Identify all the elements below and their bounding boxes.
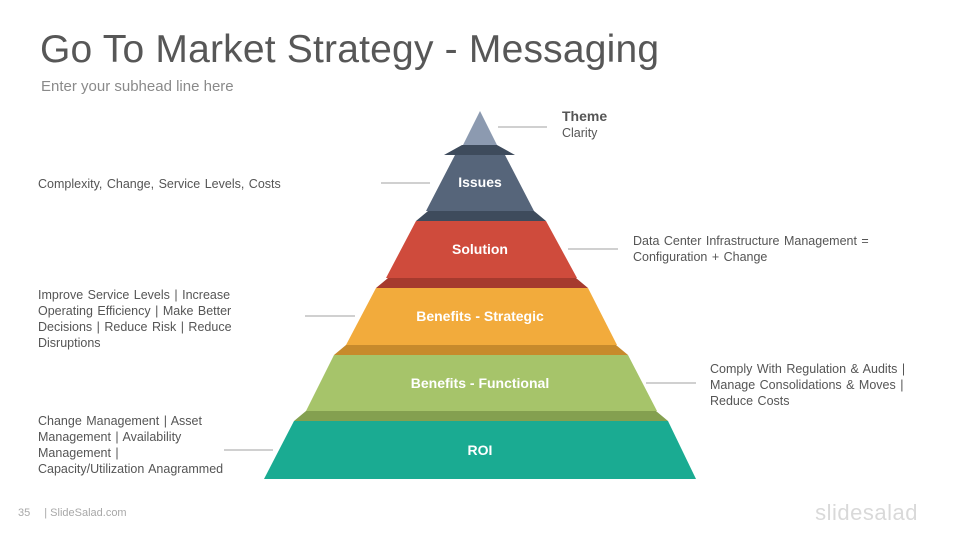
layer-benefits-strategic: [346, 288, 617, 345]
layer-label-roi: ROI: [468, 442, 493, 458]
layer-roi: [264, 421, 696, 479]
layer-label-solution: Solution: [452, 241, 508, 257]
theme-title: Theme: [562, 108, 608, 124]
desc-solution: Data Center Infrastructure Management = …: [633, 234, 869, 264]
layer-label-issues: Issues: [458, 174, 502, 190]
apex-shadow: [444, 145, 515, 155]
slide-subhead: Enter your subhead line here: [41, 78, 234, 95]
layer-shadow-benefits-functional: [294, 411, 668, 421]
connector-lines: [224, 126, 696, 451]
layer-benefits-functional: [306, 355, 657, 411]
desc-benefits-strategic: Improve Service Levels | Increase Operat…: [38, 288, 232, 350]
layer-issues: [426, 155, 534, 211]
layer-solution: [386, 221, 577, 278]
page-number: 35: [18, 507, 31, 519]
theme-subtitle: Clarity: [562, 126, 598, 140]
layer-label-benefits-strategic: Benefits - Strategic: [416, 308, 544, 324]
slide-title: Go To Market Strategy - Messaging: [40, 28, 660, 71]
desc-issues: Complexity, Change, Service Levels, Cost…: [38, 177, 281, 191]
layer-shadow-benefits-strategic: [334, 345, 628, 355]
layer-shadow-solution: [376, 278, 588, 288]
footer: 35 | SlideSalad.com: [18, 507, 127, 519]
layer-label-benefits-functional: Benefits - Functional: [411, 375, 549, 391]
pyramid-apex: [463, 111, 497, 145]
desc-roi: Change Management | Asset Management | A…: [38, 414, 224, 476]
brand-logo: slidesalad: [815, 500, 918, 525]
footer-site: | SlideSalad.com: [44, 507, 127, 519]
desc-benefits-functional: Comply With Regulation & Audits | Manage…: [710, 362, 906, 408]
layer-shadow-issues: [416, 211, 546, 221]
